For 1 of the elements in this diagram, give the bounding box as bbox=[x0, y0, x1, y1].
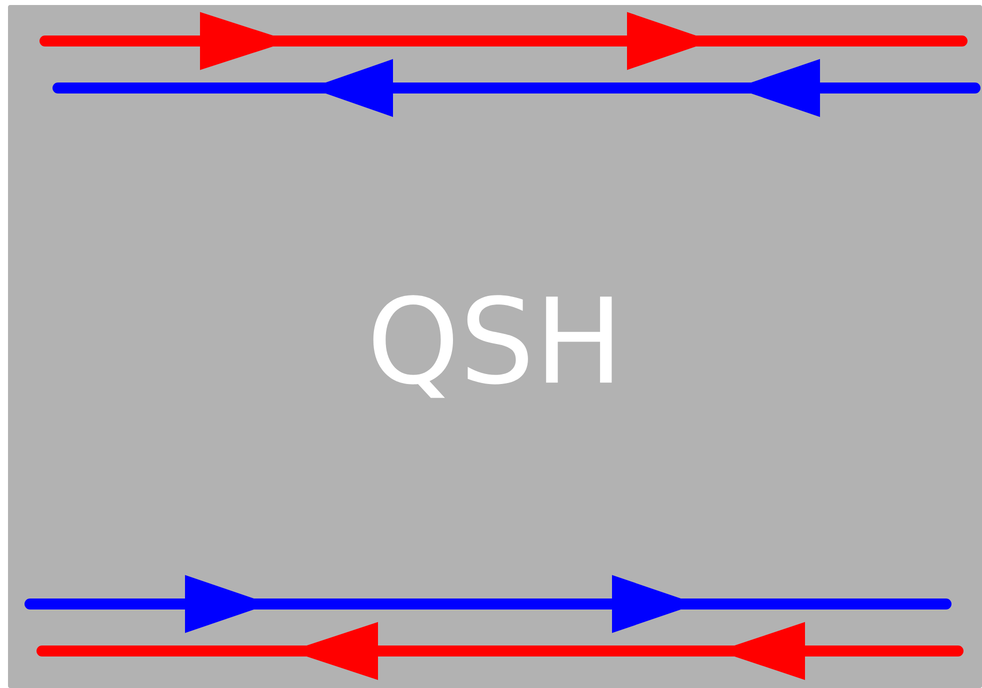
sample-box: QSH bbox=[8, 5, 982, 688]
